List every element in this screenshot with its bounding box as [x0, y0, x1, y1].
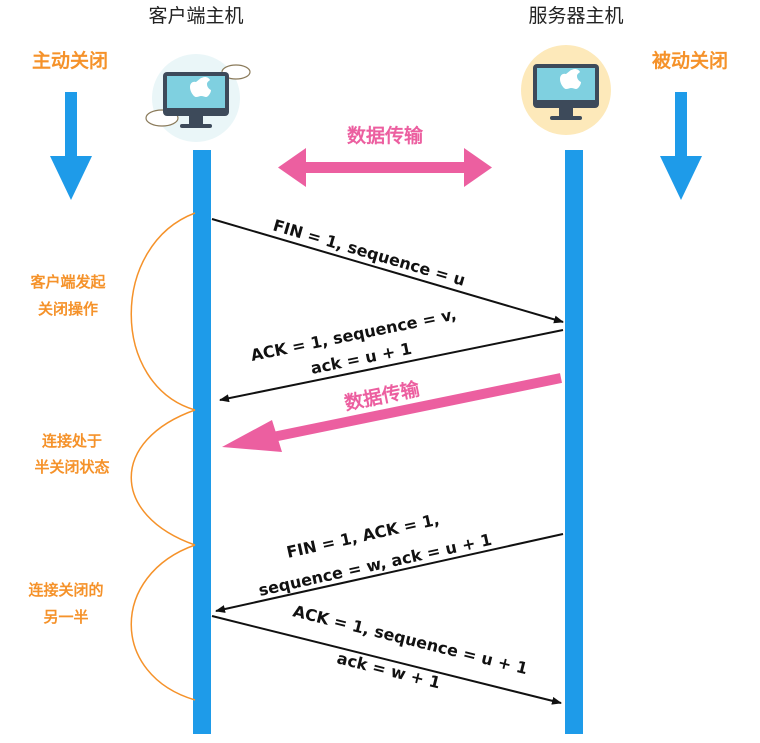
fin-ack-arrow-server-to-client [215, 533, 564, 613]
phase-brace-1 [130, 212, 196, 411]
phase-3-line-2: 另一半 [43, 608, 88, 626]
final-ack-arrow-client-to-server [211, 615, 562, 705]
client-computer-icon [145, 54, 251, 142]
passive-close-label: 被动关闭 [652, 49, 728, 72]
server-host-title: 服务器主机 [528, 5, 623, 27]
phase-2-line-1: 连接处于 [42, 432, 102, 450]
phase-brace-2 [130, 409, 196, 546]
phase-1-line-2: 关闭操作 [38, 300, 98, 318]
client-host-title: 客户端主机 [148, 5, 243, 27]
server-timeline [565, 150, 583, 734]
data-transfer-server-to-client-arrow [222, 373, 563, 452]
final-ack-message-label-line-2: ack = w + 1 [335, 648, 442, 692]
data-transfer-double-arrow [278, 148, 492, 187]
server-computer-icon [521, 45, 611, 135]
fin-arrow-client-to-server [211, 218, 564, 324]
phase-1-line-1: 客户端发起 [29, 273, 106, 291]
phase-2-line-2: 半关闭状态 [34, 458, 109, 476]
phase-3-line-1: 连接关闭的 [28, 581, 103, 599]
passive-close-down-arrow [660, 92, 702, 200]
client-timeline [193, 150, 211, 734]
active-close-down-arrow [50, 92, 92, 200]
fin-message-label: FIN = 1, sequence = u [271, 216, 468, 290]
data-transfer-label-top: 数据传输 [347, 124, 424, 147]
ack-arrow-server-to-client [219, 329, 564, 403]
phase-brace-3 [130, 544, 196, 701]
active-close-label: 主动关闭 [32, 49, 108, 72]
